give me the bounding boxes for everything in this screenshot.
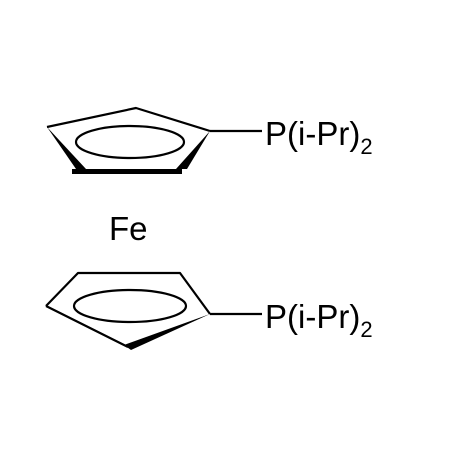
bottom-ring-aromatic-circle [72,288,188,324]
top-ring-wedge-right [176,131,210,169]
top-ring-back-edges [46,106,211,133]
top-phosphine-label: P(i-Pr)2 [265,115,373,159]
bottom-phosphine-text: P(i-Pr) [265,298,360,335]
top-phosphine-subscript: 2 [360,134,372,159]
top-phosphine-text: P(i-Pr) [265,115,360,152]
top-ring-wedge-left [47,127,86,169]
top-ring-aromatic-circle [74,124,186,160]
bottom-phosphine-subscript: 2 [360,317,372,342]
bottom-ring-back-edges [45,271,211,315]
top-cp-ring [46,106,262,174]
bottom-phosphine-label: P(i-Pr)2 [265,298,373,342]
iron-label: Fe [109,210,148,247]
top-ring-front-edge [72,169,182,174]
bottom-ring-front-left-edge [45,305,129,348]
bottom-ring-wedge-right [124,314,210,350]
bottom-cp-ring [45,271,262,350]
